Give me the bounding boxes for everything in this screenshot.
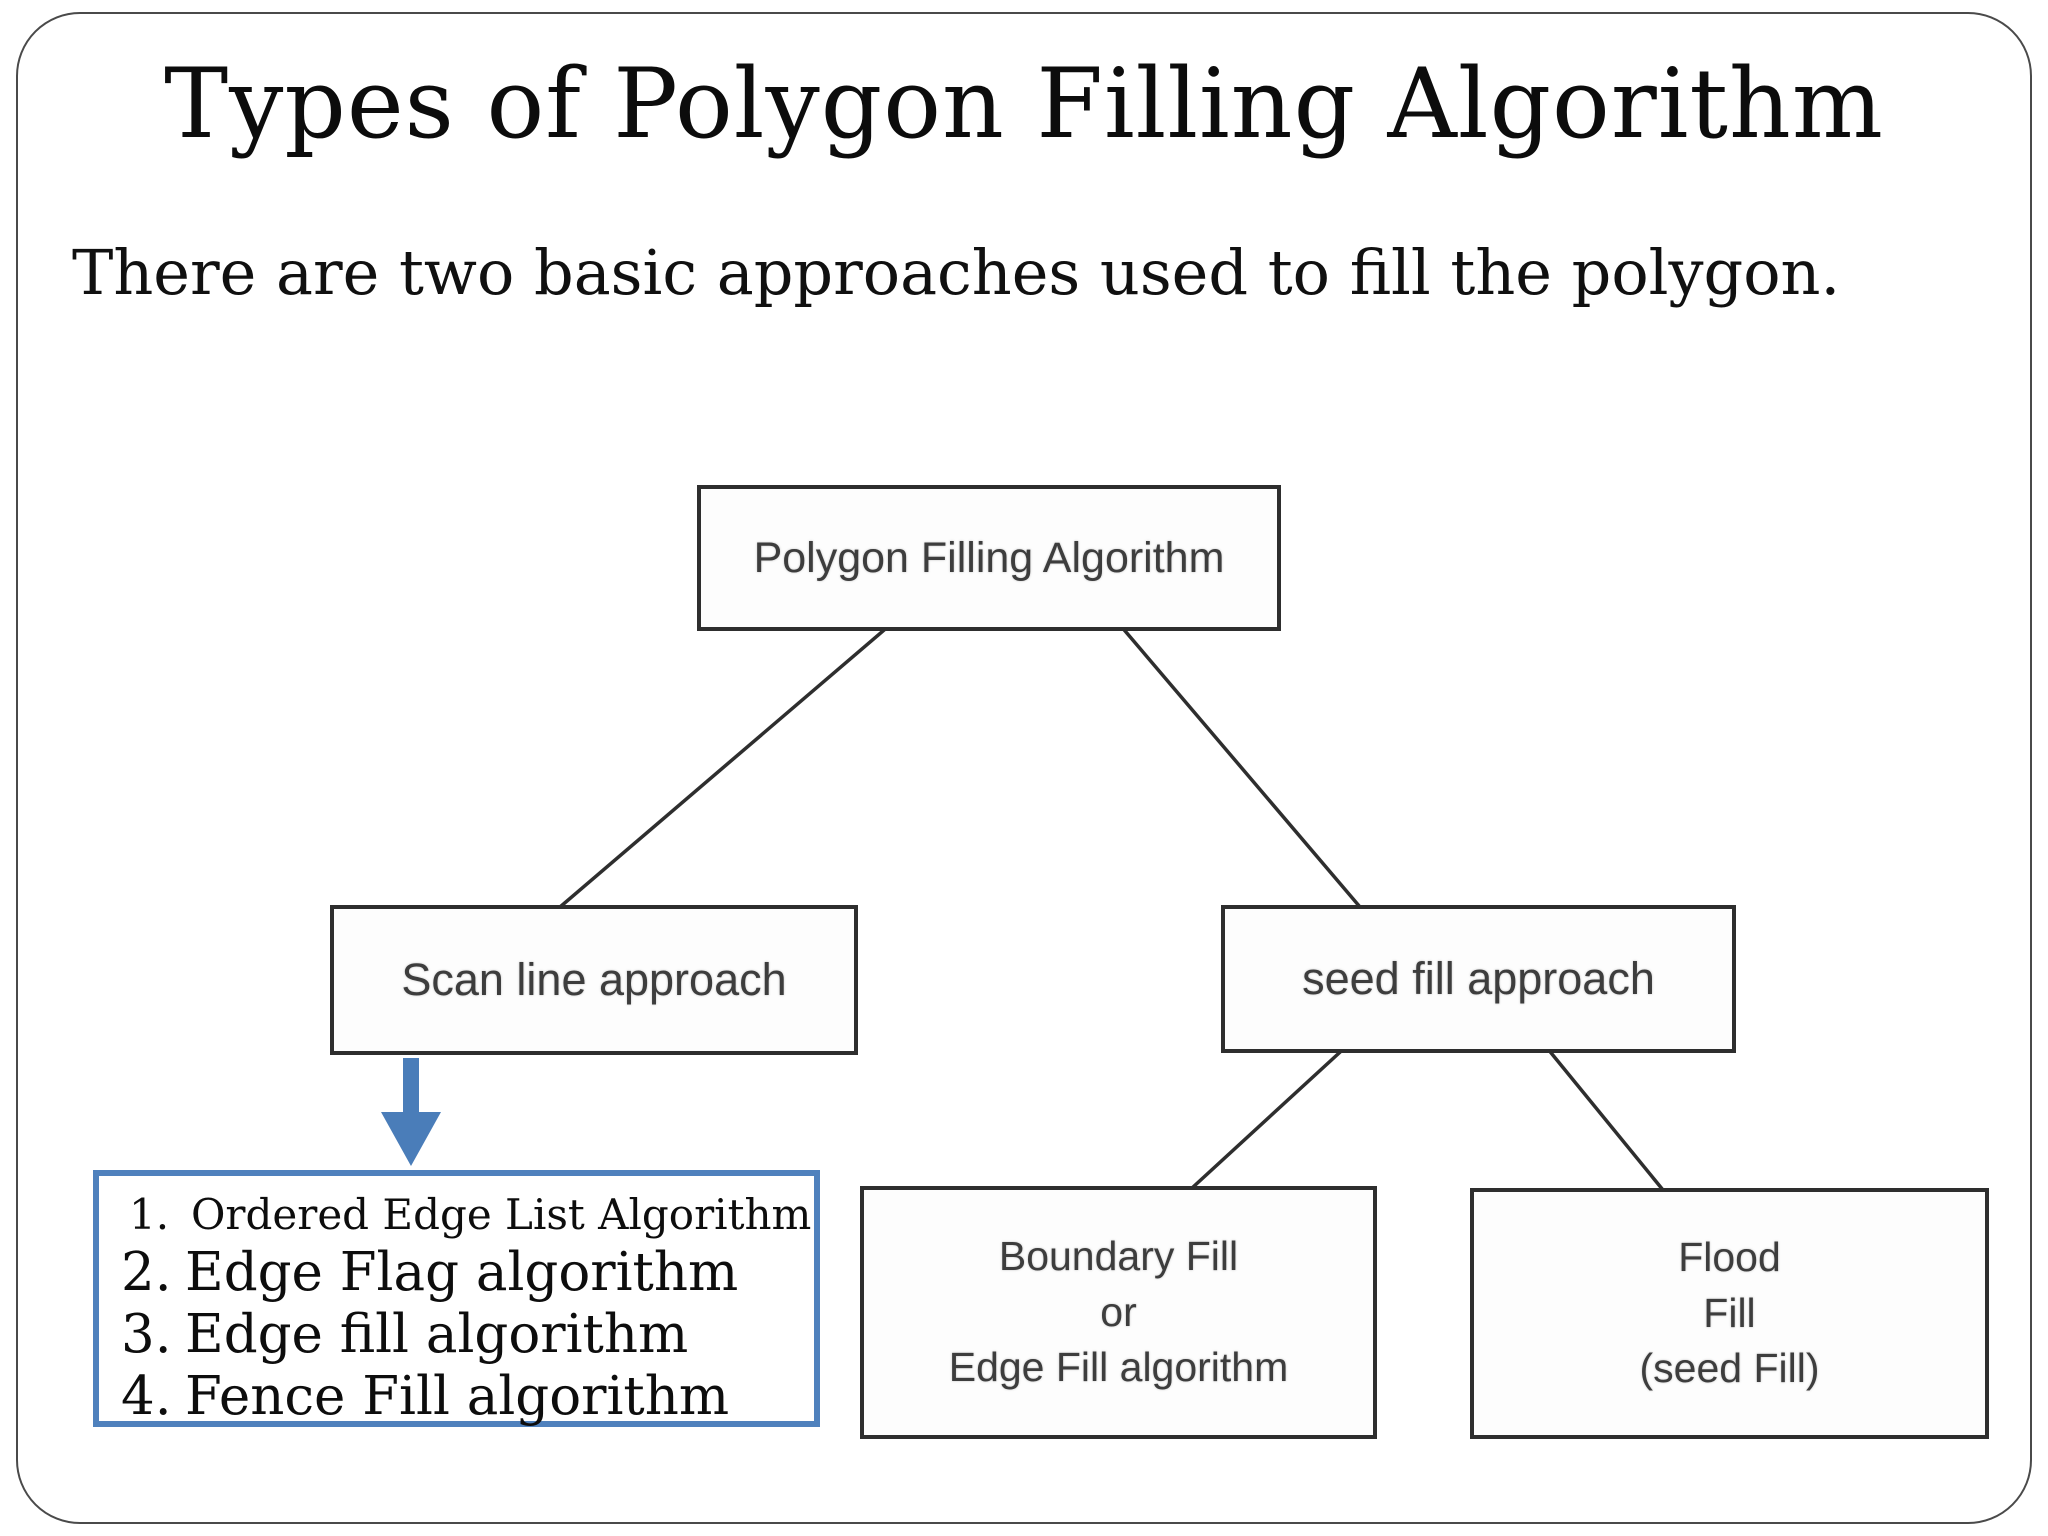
diagram-node-root-label: Polygon Filling Algorithm xyxy=(753,533,1225,582)
diagram-node-scan-line: Scan line approach xyxy=(330,905,858,1055)
diagram-node-boundary-fill: Boundary Fill or Edge Fill algorithm xyxy=(860,1186,1377,1439)
slide-title: Types of Polygon Filling Algorithm xyxy=(164,48,1884,160)
diagram-node-seed-fill-label: seed fill approach xyxy=(1302,953,1655,1004)
list-item-label: Fence Fill algorithm xyxy=(185,1366,730,1427)
list-item: 4. Fence Fill algorithm xyxy=(99,1366,814,1428)
list-item-number: 4. xyxy=(121,1366,172,1427)
list-item-number: 2. xyxy=(121,1242,172,1303)
boundary-line-3: Edge Fill algorithm xyxy=(948,1344,1289,1391)
slide-border xyxy=(16,12,2032,1524)
scan-line-algorithms-box: 1. Ordered Edge List Algorithm 2. Edge F… xyxy=(93,1170,820,1427)
flood-line-1: Flood xyxy=(1678,1234,1781,1281)
list-item: 2. Edge Flag algorithm xyxy=(99,1242,814,1304)
diagram-node-flood-fill: Flood Fill (seed Fill) xyxy=(1470,1188,1989,1439)
list-item-label: Edge fill algorithm xyxy=(185,1304,689,1365)
list-item: 3. Edge fill algorithm xyxy=(99,1304,814,1366)
flood-line-3: (seed Fill) xyxy=(1639,1345,1820,1392)
list-item-number: 3. xyxy=(121,1304,172,1365)
list-item-label: Ordered Edge List Algorithm xyxy=(191,1190,812,1239)
boundary-line-2: or xyxy=(1100,1288,1137,1335)
boundary-line-1: Boundary Fill xyxy=(998,1233,1239,1280)
slide-subtitle: There are two basic approaches used to f… xyxy=(72,236,1841,309)
list-item: 1. Ordered Edge List Algorithm xyxy=(99,1188,814,1242)
flood-line-2: Fill xyxy=(1703,1289,1756,1336)
list-item-number: 1. xyxy=(129,1190,170,1239)
diagram-node-seed-fill: seed fill approach xyxy=(1221,905,1736,1053)
diagram-node-root: Polygon Filling Algorithm xyxy=(697,485,1281,631)
list-item-label: Edge Flag algorithm xyxy=(185,1242,739,1303)
diagram-node-scan-line-label: Scan line approach xyxy=(401,954,787,1005)
